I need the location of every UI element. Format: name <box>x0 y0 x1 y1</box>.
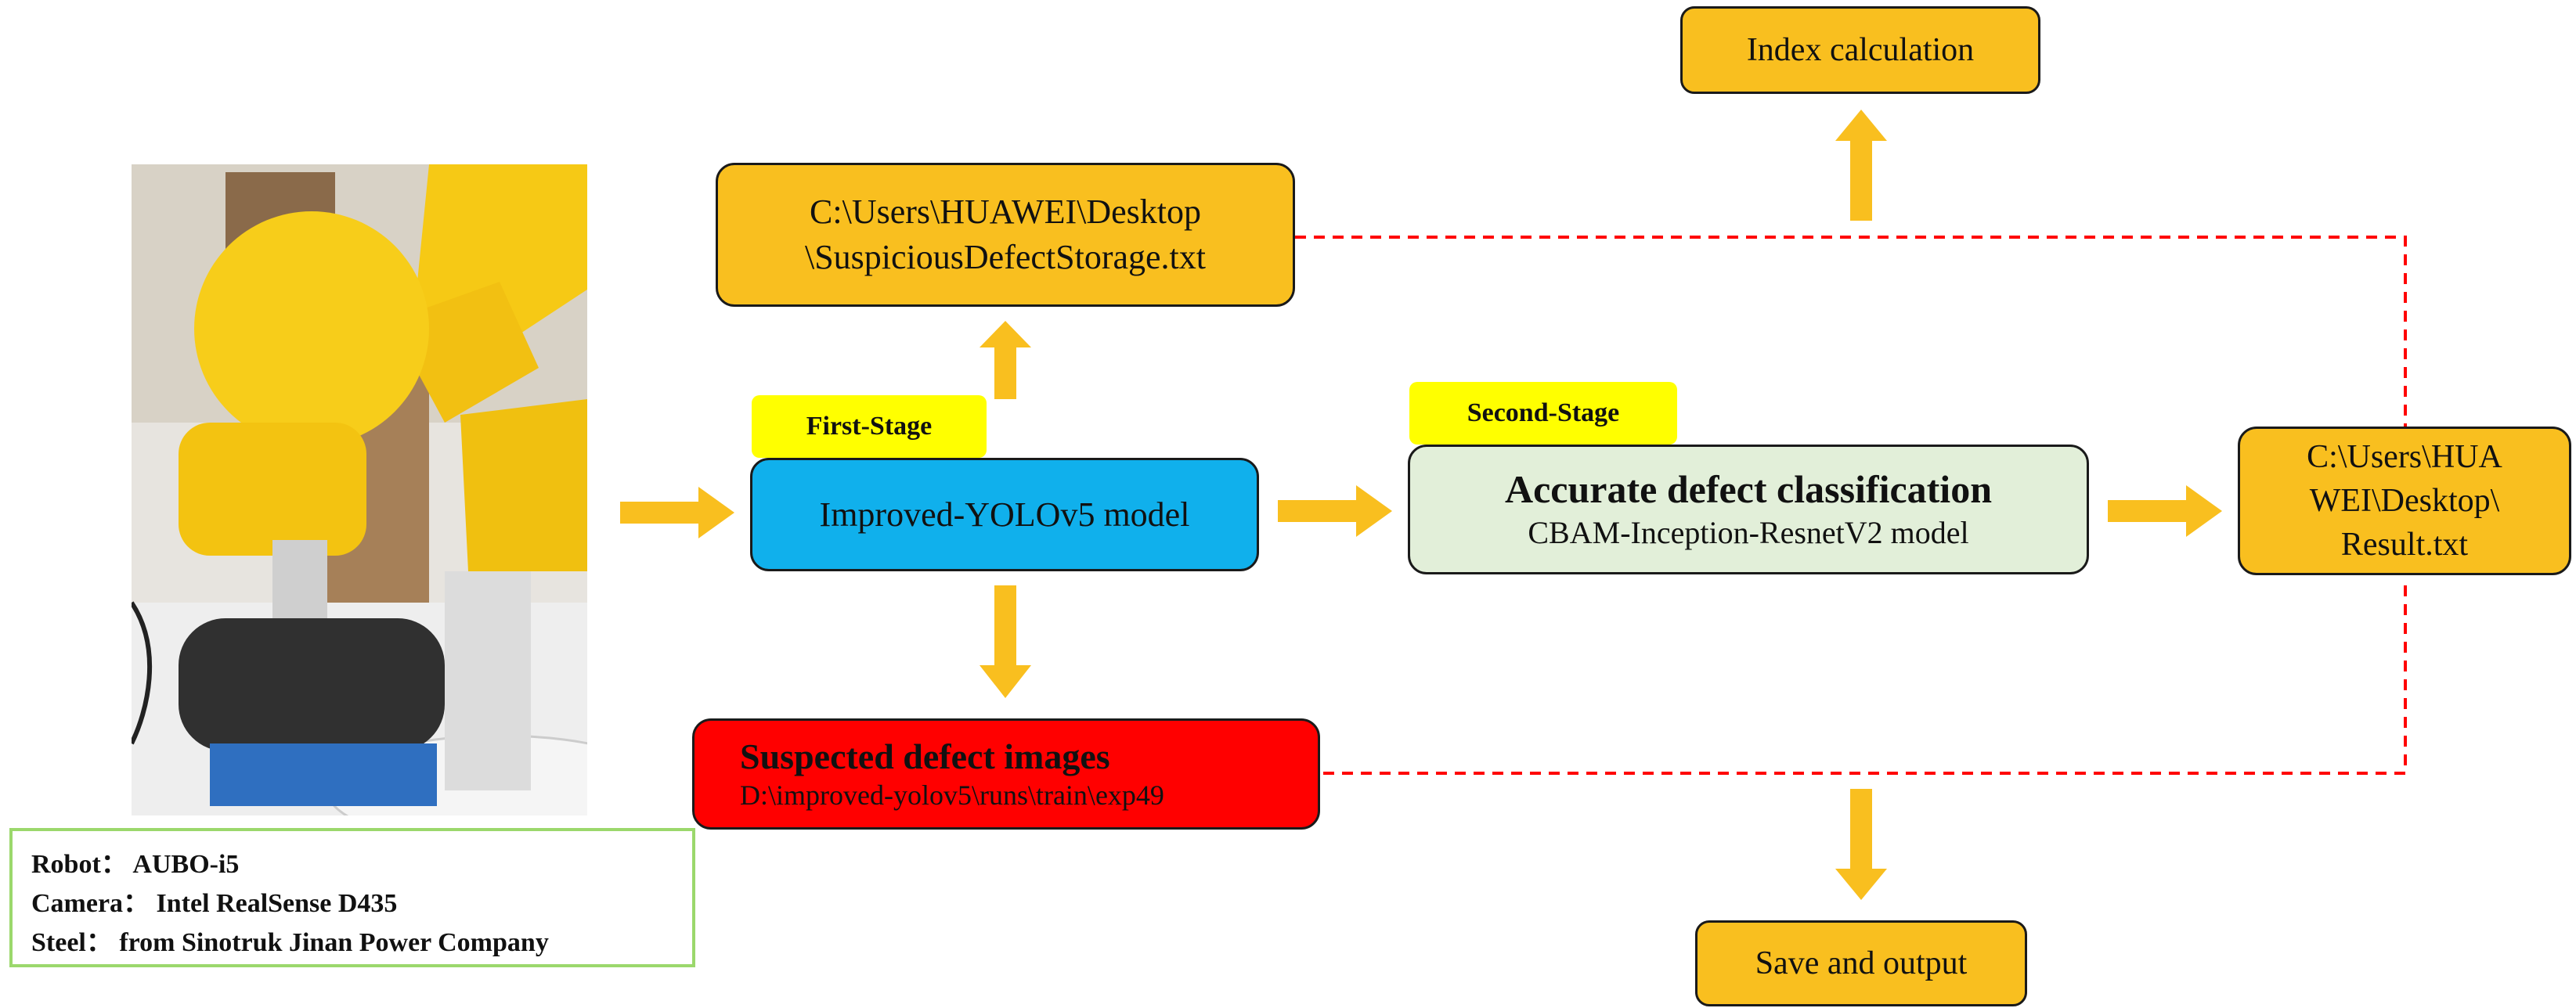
dashed-connector-top <box>1295 236 2407 484</box>
classification-model: CBAM-Inception-ResnetV2 model <box>1528 515 1969 550</box>
result-path-line3: Result.txt <box>2340 527 2469 563</box>
index-calculation-label: Index calculation <box>1746 32 1975 68</box>
robot-setup-photo <box>132 164 587 815</box>
result-file-box: C:\Users\HUA WEI\Desktop\ Result.txt <box>2238 427 2571 575</box>
save-output-label: Save and output <box>1755 945 1968 981</box>
camera-spec: Camera： Intel RealSense D435 <box>31 889 398 918</box>
suspected-defect-box: Suspected defect images D:\improved-yolo… <box>692 718 1320 830</box>
first-stage-tag: First-Stage <box>752 395 987 458</box>
arrow-to-save-output <box>1835 789 1887 900</box>
dashed-connector-bottom <box>1323 578 2407 775</box>
arrow-to-index-calculation <box>1835 110 1887 221</box>
yolo-model-label: Improved-YOLOv5 model <box>819 495 1190 534</box>
arrow-yolo-to-classification <box>1278 485 1392 537</box>
classification-box: Accurate defect classification CBAM-Ince… <box>1408 445 2089 574</box>
arrow-yolo-to-storage <box>980 321 1031 399</box>
arrow-classification-to-result <box>2108 485 2222 537</box>
yolo-model-box: Improved-YOLOv5 model <box>750 458 1259 571</box>
arrow-yolo-to-suspected <box>980 585 1031 698</box>
second-stage-tag: Second-Stage <box>1409 382 1677 445</box>
result-path-line1: C:\Users\HUA <box>2307 439 2502 475</box>
robot-spec: Robot： AUBO-i5 <box>31 850 240 879</box>
suspected-title: Suspected defect images <box>740 736 1110 776</box>
arrow-photo-to-yolo <box>620 487 734 538</box>
storage-path-line1: C:\Users\HUAWEI\Desktop <box>810 193 1201 231</box>
robot-specs-box: Robot： AUBO-i5 Camera： Intel RealSense D… <box>9 828 695 967</box>
save-output-box: Save and output <box>1695 920 2027 1006</box>
steel-spec: Steel： from Sinotruk Jinan Power Company <box>31 928 549 957</box>
classification-title: Accurate defect classification <box>1505 467 1992 511</box>
result-path-line2: WEI\Desktop\ <box>2309 483 2500 519</box>
storage-path-line2: \SuspiciousDefectStorage.txt <box>804 238 1206 276</box>
suspected-path: D:\improved-yolov5\runs\train\exp49 <box>740 779 1164 811</box>
index-calculation-box: Index calculation <box>1680 6 2040 94</box>
suspicious-storage-box: C:\Users\HUAWEI\Desktop \SuspiciousDefec… <box>716 163 1295 307</box>
